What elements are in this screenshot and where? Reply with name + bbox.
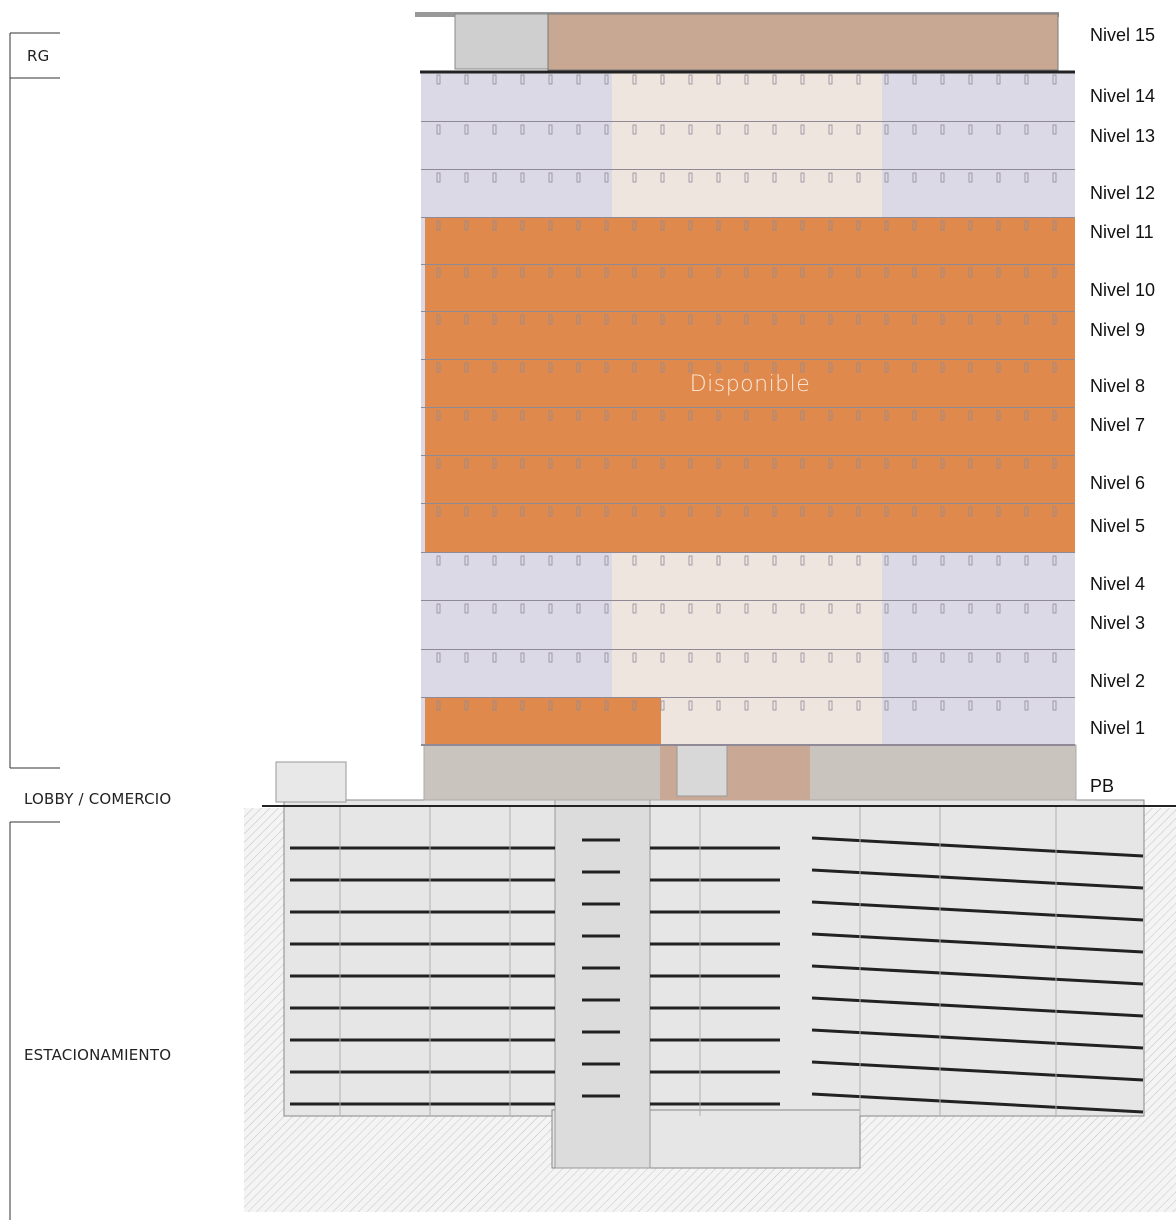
floor-band <box>421 72 1075 123</box>
level-label: Nivel 10 <box>1090 280 1156 300</box>
level-label: Nivel 3 <box>1090 613 1146 633</box>
floor-band <box>421 170 1075 219</box>
roof-level <box>415 12 1075 74</box>
level-label: Nivel 9 <box>1090 320 1146 340</box>
level-label: Nivel 14 <box>1090 86 1156 106</box>
level-label: Nivel 7 <box>1090 415 1146 435</box>
level-label: Nivel 1 <box>1090 718 1146 738</box>
level-label: Nivel 6 <box>1090 473 1146 493</box>
level-label: PB <box>1090 776 1115 796</box>
lobby-base <box>262 715 1176 807</box>
level-label: Nivel 13 <box>1090 126 1156 146</box>
tower-facade <box>421 72 1075 746</box>
zone-label-lobby: LOBBY / COMERCIO <box>24 790 172 808</box>
level-label: Nivel 12 <box>1090 183 1156 203</box>
floor-band <box>421 265 1075 313</box>
floor-band <box>421 504 1075 554</box>
available-label: Disponible <box>689 372 811 397</box>
floor-band <box>421 218 1075 266</box>
floor-band <box>421 601 1075 651</box>
level-label: Nivel 11 <box>1090 222 1154 242</box>
floor-band <box>421 408 1075 457</box>
floor-band <box>421 698 1075 746</box>
level-label: Nivel 2 <box>1090 671 1146 691</box>
floor-band <box>421 553 1075 602</box>
zone-label-parking: ESTACIONAMIENTO <box>24 1046 172 1064</box>
zone-brackets <box>9 32 60 1220</box>
zone-label-rg: RG <box>27 47 50 65</box>
level-label: Nivel 5 <box>1090 516 1146 536</box>
level-label: Nivel 8 <box>1090 376 1146 396</box>
floor-band <box>421 312 1075 361</box>
parking-structure <box>283 799 1145 1169</box>
level-label: Nivel 4 <box>1090 574 1146 594</box>
floor-band <box>421 650 1075 699</box>
floor-band <box>421 122 1075 171</box>
floor-band <box>421 456 1075 505</box>
level-label: Nivel 15 <box>1090 25 1156 45</box>
